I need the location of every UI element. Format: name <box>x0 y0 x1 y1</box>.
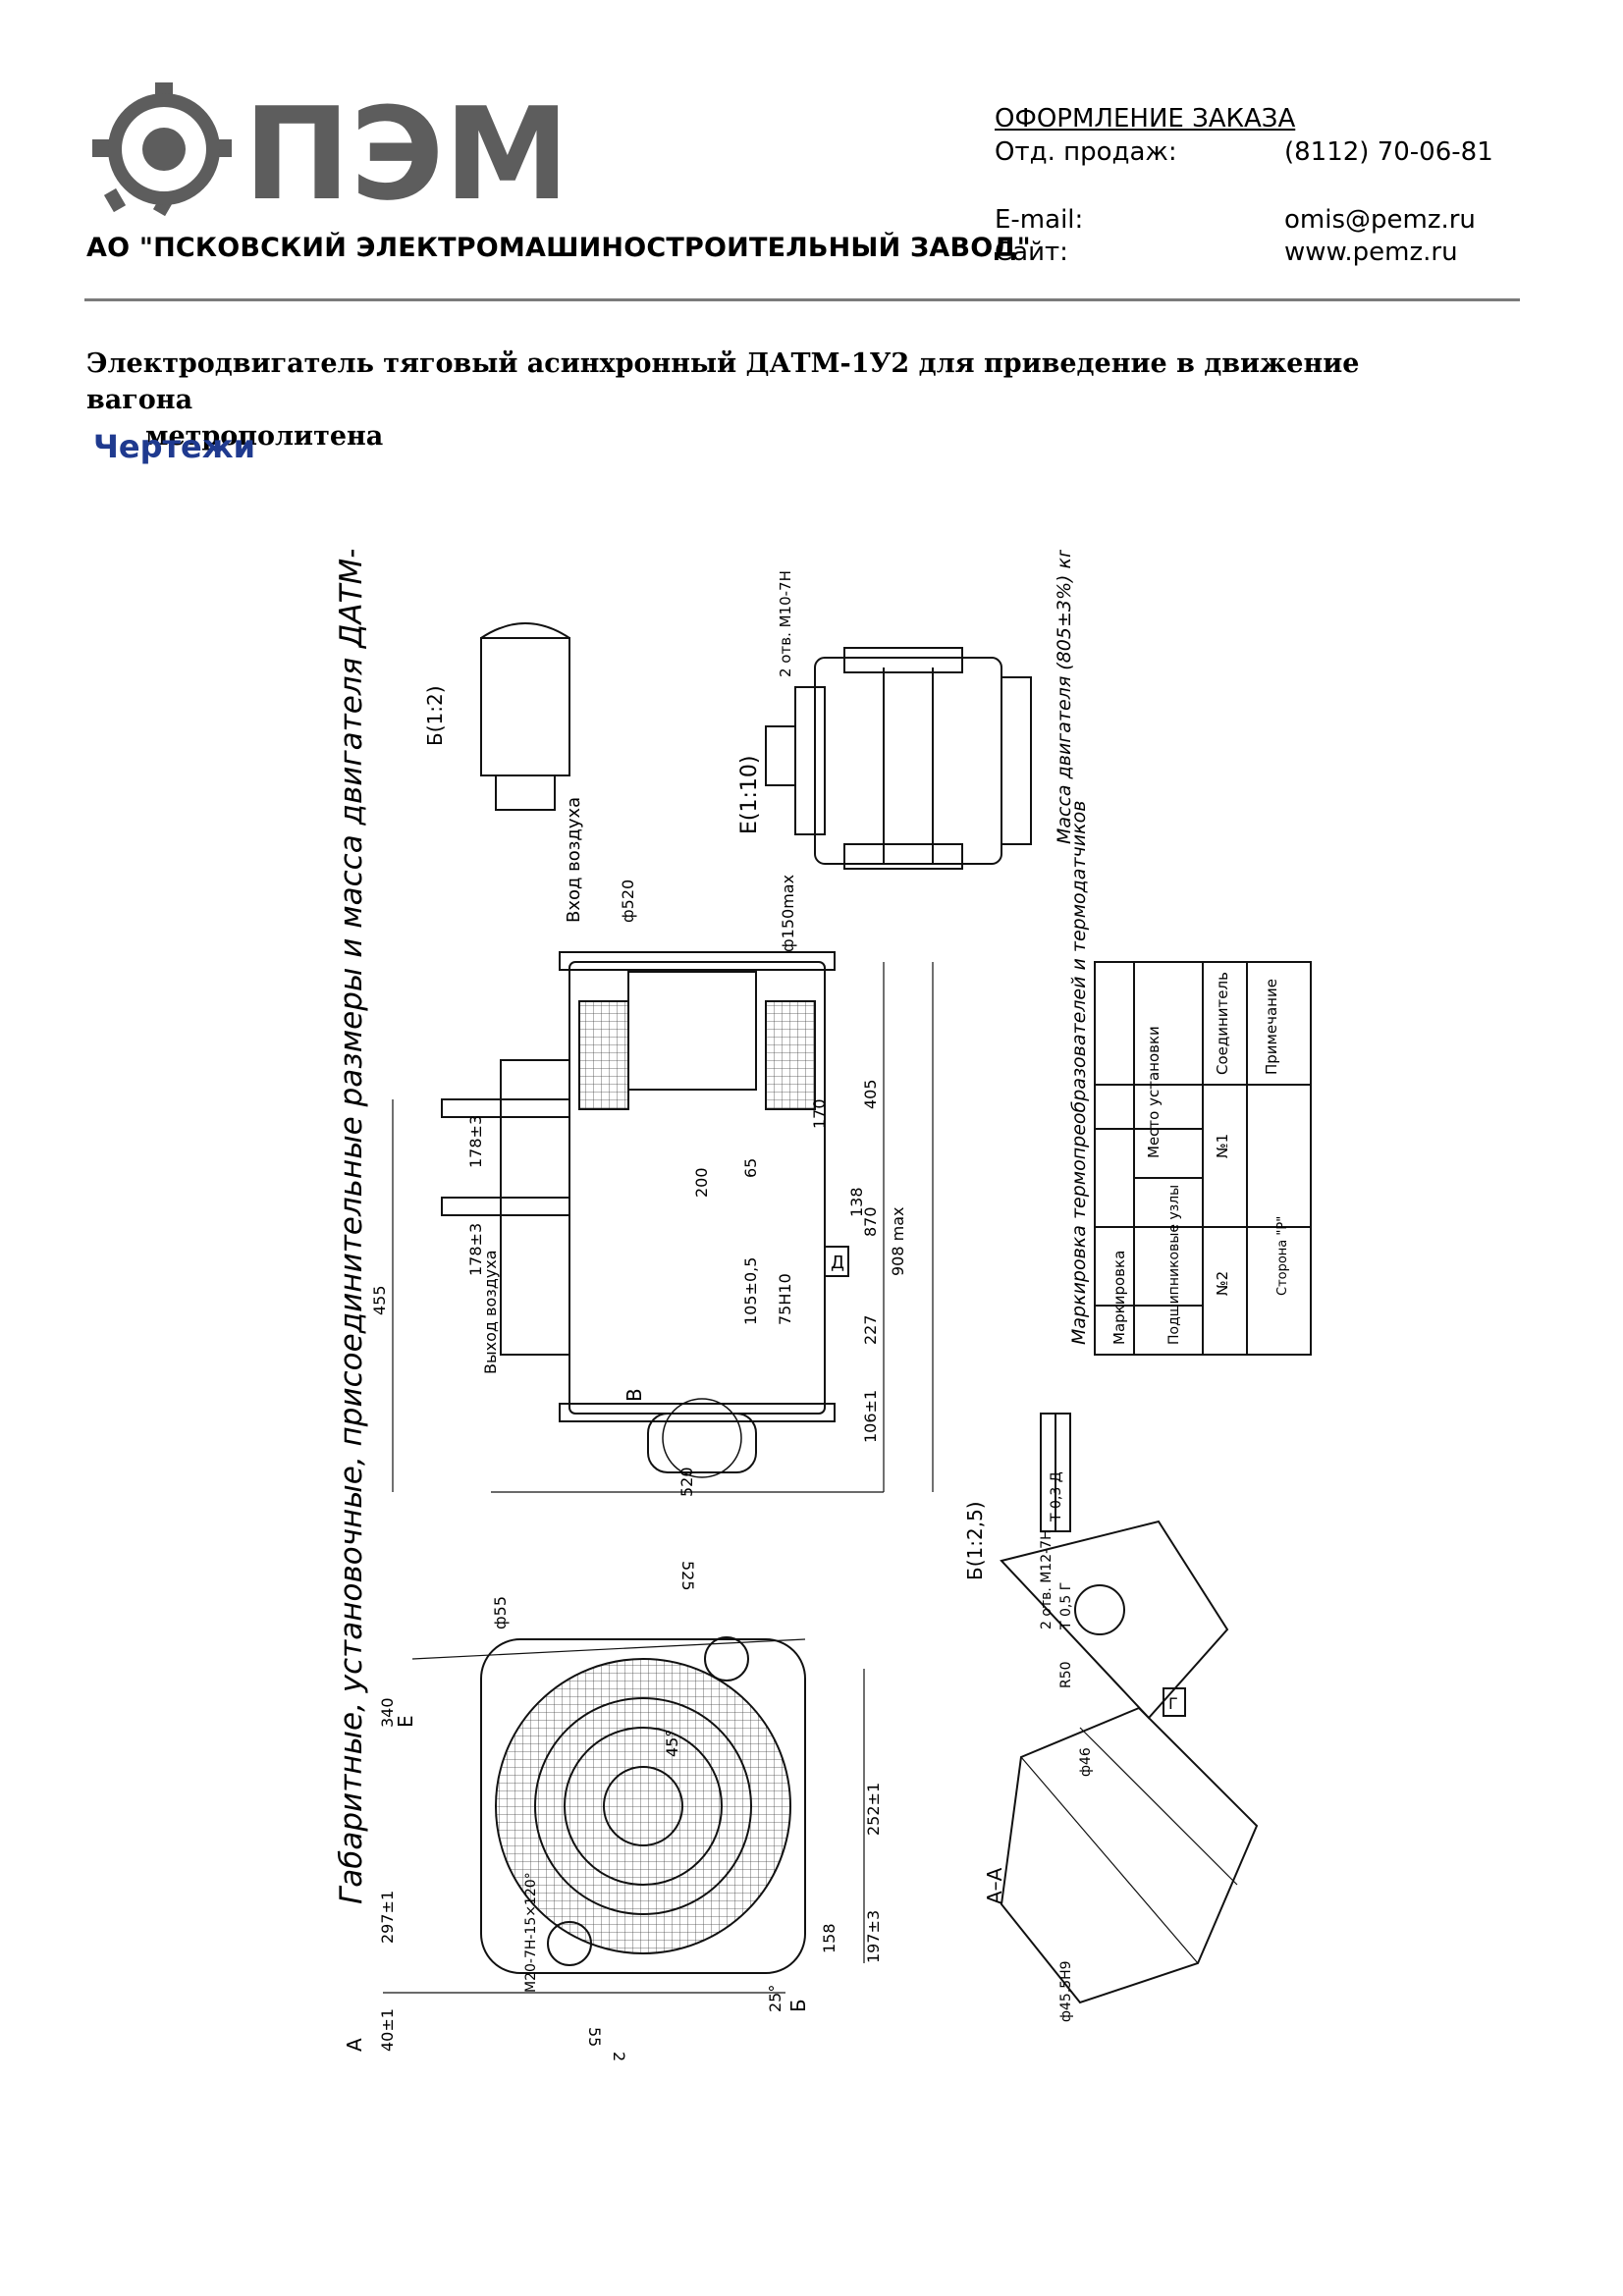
detail-view-b25: Б(1:2,5) Т 0,3 Д 2 отв. М12-7Н Т 0,5 Г R… <box>963 1413 1229 1720</box>
email-label: E-mail: <box>995 205 1084 235</box>
dim-170: 170 <box>810 1098 829 1129</box>
thread-m20: М20-7Н-15×120° <box>523 1872 539 1993</box>
sales-phone[interactable]: (8112) 70-06-81 <box>1284 137 1493 167</box>
dim-178a: 178±3 <box>466 1115 485 1168</box>
end-view: 297±1 340 40±1 278±1 55 525 252±1 158 19… <box>343 1561 883 2061</box>
table-note-p: Сторона "Р" <box>1275 1216 1290 1296</box>
table-conn-1: №1 <box>1214 1134 1231 1158</box>
dim-455: 455 <box>370 1285 389 1315</box>
table-header-connector: Соединитель <box>1214 972 1231 1075</box>
mass-label: Масса двигателя (805±3%) кг. <box>1054 550 1075 844</box>
drawing-caption: Габаритные, установочные, присоединитель… <box>334 550 369 1904</box>
radius-50: R50 <box>1058 1661 1074 1688</box>
main-view: 908 max 870 405 170 138 227 106±1 75Н10 … <box>370 797 934 1497</box>
dim-158: 158 <box>820 1923 839 1953</box>
letter-e: Е <box>394 1715 417 1728</box>
letter-b: В <box>622 1388 646 1402</box>
view-e: Е(1:10) 2 отв. М10-7Н Масса двигателя (8… <box>737 550 1075 870</box>
view-e-label: Е(1:10) <box>737 756 762 834</box>
letter-d: Д <box>831 1253 844 1273</box>
dim-340: 340 <box>378 1697 397 1728</box>
view-b-label: Б(1:2) <box>423 685 447 746</box>
sales-label: Отд. продаж: <box>995 137 1177 167</box>
dim-297: 297±1 <box>378 1891 397 1944</box>
document-title: Электродвигатель тяговый асинхронный ДАТ… <box>86 346 1461 454</box>
email-link[interactable]: omis@pemz.ru <box>1284 205 1476 235</box>
dim-55: 55 <box>585 2027 604 2047</box>
header-divider <box>84 298 1520 301</box>
view-b: Б(1:2) <box>423 622 570 811</box>
letter-a: А <box>343 2038 366 2052</box>
dim-106: 106±1 <box>861 1390 880 1443</box>
marking-title: Маркировка термопреобразователей и термо… <box>1068 801 1090 1345</box>
tol-g: Т 0,5 Г <box>1058 1582 1074 1630</box>
section-aa: А–А ф46 ф45,5Н9 <box>983 1706 1259 2022</box>
section-aa-label: А–А <box>983 1867 1006 1904</box>
dim-405: 405 <box>861 1079 880 1109</box>
gear-icon <box>92 82 232 217</box>
angle-45: 45° <box>663 1730 681 1757</box>
dim-520: 520 <box>677 1467 696 1497</box>
dim-278: 278±1 <box>610 2052 628 2061</box>
dim-d55: ф55 <box>491 1596 510 1629</box>
dim-197: 197±3 <box>864 1910 883 1963</box>
dim-105: 105±0,5 <box>741 1257 760 1325</box>
site-link[interactable]: www.pemz.ru <box>1284 238 1458 267</box>
letter-bv: Б <box>786 1999 810 2012</box>
dim-870: 870 <box>861 1206 880 1237</box>
dim-252: 252±1 <box>864 1783 883 1836</box>
dim-200: 200 <box>692 1167 711 1198</box>
dim-d520: ф520 <box>619 880 637 923</box>
air-out-label: Выход воздуха <box>481 1250 500 1374</box>
dim-908: 908 max <box>889 1207 907 1276</box>
table-conn-2: №2 <box>1214 1271 1231 1296</box>
dim-d150: ф150max <box>779 875 797 952</box>
page-header: ПЭМЗ АО "ПСКОВСКИЙ ЭЛЕКТРОМАШИНОСТРОИТЕЛ… <box>0 0 1623 304</box>
pemz-logo: ПЭМЗ <box>92 82 558 220</box>
order-title: ОФОРМЛЕНИЕ ЗАКАЗА <box>995 104 1296 133</box>
dim-40: 40±1 <box>378 2008 397 2052</box>
section-heading: Чертежи <box>93 428 255 465</box>
table-place-bearings: Подшипниковые узлы <box>1166 1185 1182 1345</box>
table-header-place: Место установки <box>1145 1026 1163 1158</box>
logo-text: ПЭМЗ <box>243 82 558 220</box>
marking-table: Маркировка Место установки Соединитель П… <box>1068 801 1312 1356</box>
air-in-label: Вход воздуха <box>564 797 584 923</box>
table-header-note: Примечание <box>1263 979 1280 1075</box>
letter-g: Г <box>1168 1694 1178 1713</box>
dim-178b: 178±3 <box>466 1223 485 1276</box>
dim-227: 227 <box>861 1314 880 1345</box>
table-header-marking: Маркировка <box>1110 1251 1128 1345</box>
view-b25-label: Б(1:2,5) <box>963 1501 987 1580</box>
engineering-drawing: Габаритные, установочные, присоединитель… <box>334 550 1312 2061</box>
company-name: АО "ПСКОВСКИЙ ЭЛЕКТРОМАШИНОСТРОИТЕЛЬНЫЙ … <box>86 233 1031 263</box>
title-line-2: метрополитена <box>145 421 384 452</box>
dim-d46: ф46 <box>1078 1747 1094 1777</box>
dim-138: 138 <box>847 1187 866 1217</box>
dim-d45: ф45,5Н9 <box>1058 1960 1074 2022</box>
tol-d: Т 0,3 Д <box>1049 1471 1064 1522</box>
site-label: Сайт: <box>995 238 1068 267</box>
dim-65: 65 <box>741 1158 760 1178</box>
dim-525: 525 <box>678 1561 697 1591</box>
angle-25: 25° <box>766 1985 784 2012</box>
title-line-1: Электродвигатель тяговый асинхронный ДАТ… <box>86 348 1360 415</box>
dim-75: 75Н10 <box>776 1273 794 1325</box>
thread-m12: 2 отв. М12-7Н <box>1039 1529 1055 1629</box>
thread-m10: 2 отв. М10-7Н <box>777 570 794 677</box>
